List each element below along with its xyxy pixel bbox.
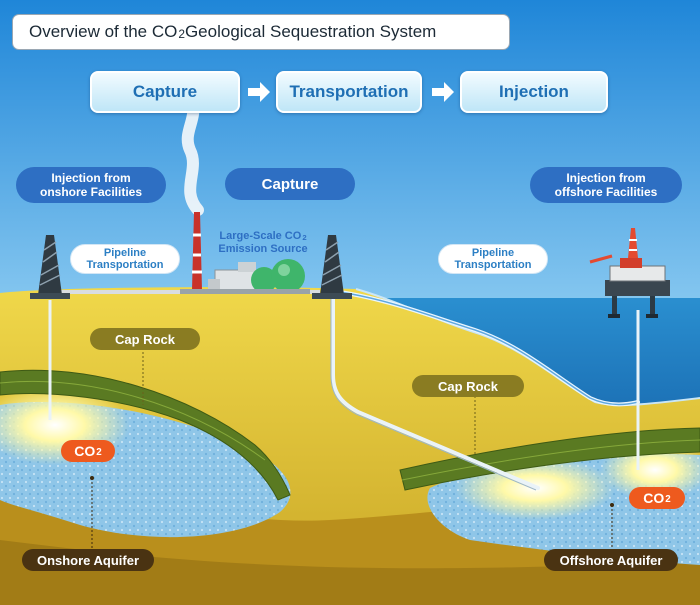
cap-rock-right-layer (399, 427, 700, 491)
flow-arrow-icon (432, 82, 454, 102)
flow-step-transportation: Transportation (276, 71, 422, 113)
emission-facility (180, 94, 310, 294)
label-onshore-aquifer: Onshore Aquifer (22, 549, 154, 571)
rig-center (312, 235, 352, 299)
flow-step-capture: Capture (90, 71, 240, 113)
flow-arrow-icon (248, 82, 270, 102)
label-offshore-aquifer: Offshore Aquifer (544, 549, 678, 571)
offshore-platform (589, 228, 670, 318)
flow-step-injection: Injection (460, 71, 608, 113)
label-cap-rock-left: Cap Rock (90, 328, 200, 350)
rig-left (30, 235, 70, 299)
cap-rock-left-layer (0, 369, 291, 501)
label-emission-source: Large-Scale CO2 Emission Source (218, 230, 308, 255)
label-cap-rock-right: Cap Rock (412, 375, 524, 397)
injection-well-center (331, 294, 540, 490)
label-capture: Capture (225, 168, 355, 200)
